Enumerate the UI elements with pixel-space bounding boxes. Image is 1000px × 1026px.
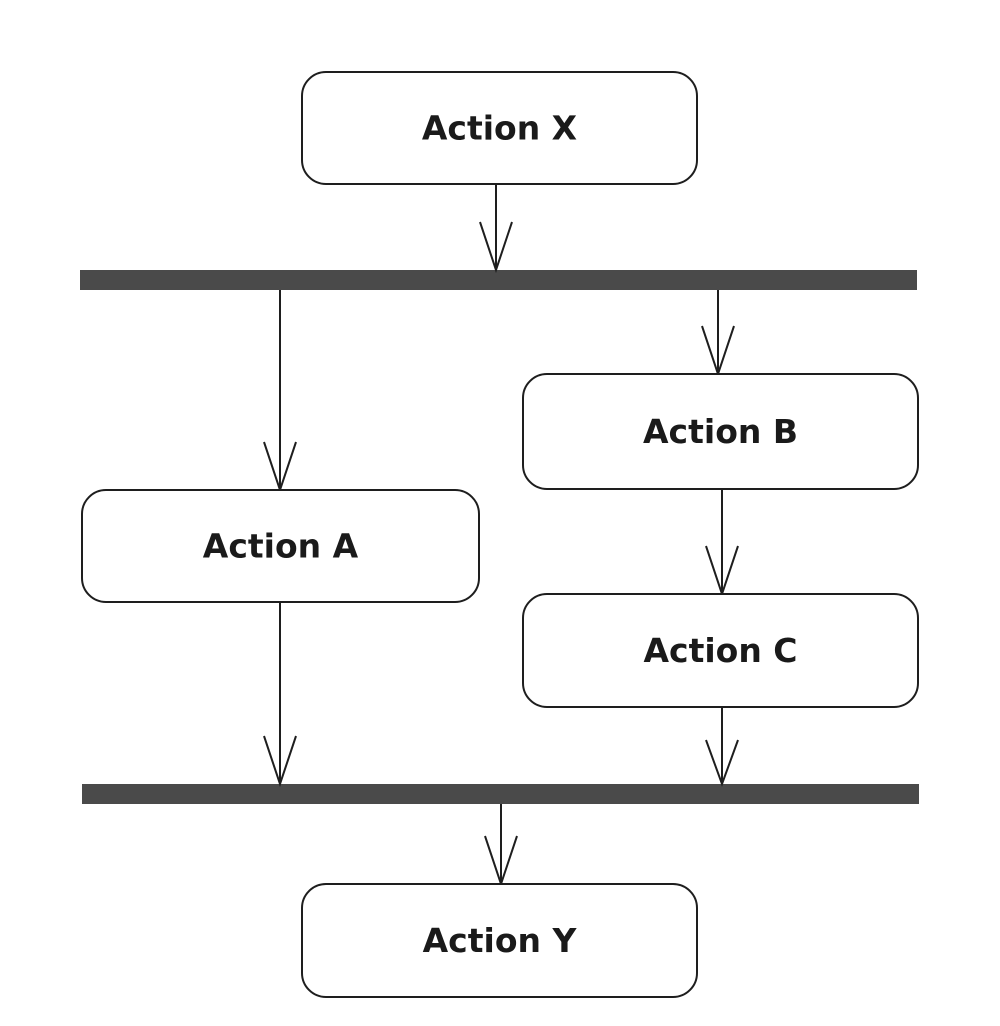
action-node-b: Action B (522, 373, 919, 490)
edge-c-to-join (705, 707, 739, 787)
action-node-c: Action C (522, 593, 919, 708)
action-node-x: Action X (301, 71, 698, 185)
action-label: Action C (643, 631, 797, 670)
arrowhead-icon (263, 735, 297, 788)
edge-fork-to-b (701, 290, 735, 378)
action-node-a: Action A (81, 489, 480, 603)
action-label: Action Y (423, 921, 578, 960)
join-bar (82, 784, 919, 804)
edge-b-to-c (705, 489, 739, 598)
arrowhead-icon (705, 739, 739, 787)
edge-x-to-fork (479, 184, 513, 274)
fork-bar (80, 270, 917, 290)
arrowhead-icon (479, 221, 513, 274)
action-label: Action X (422, 109, 577, 148)
action-node-y: Action Y (301, 883, 698, 998)
action-label: Action B (643, 412, 798, 451)
edge-a-to-join (263, 602, 297, 788)
edge-fork-to-a (263, 290, 297, 494)
action-label: Action A (203, 527, 359, 566)
edge-join-to-y (484, 804, 518, 888)
